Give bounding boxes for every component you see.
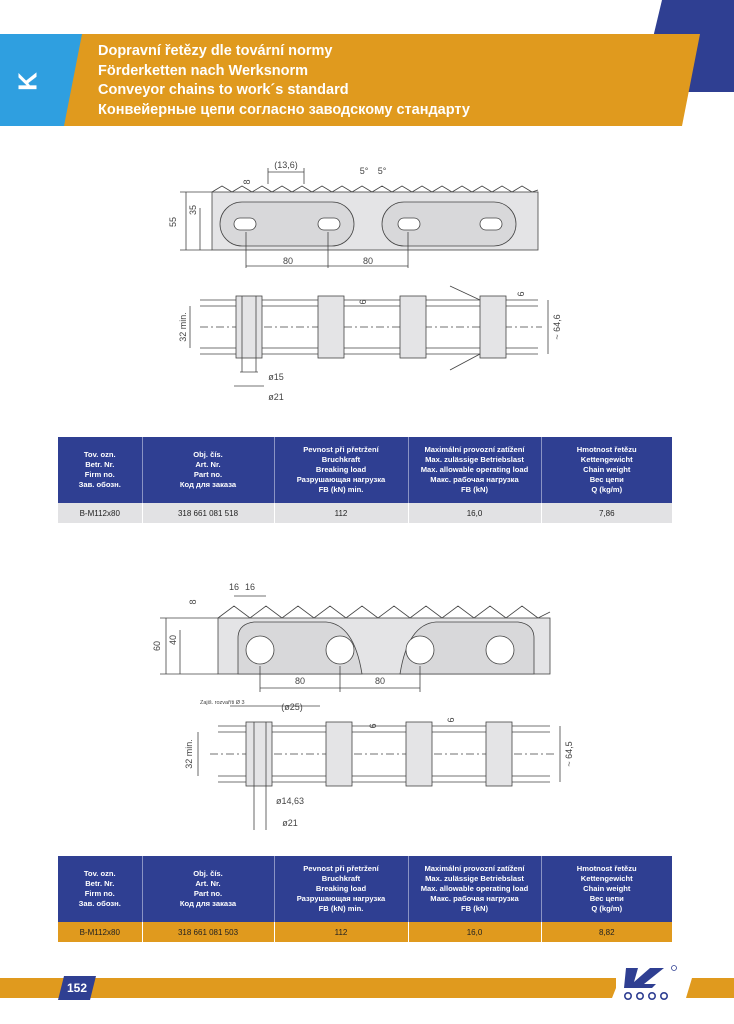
- chain-drawing-2: 60 40 8 16 16 80 80 Zajiš. rozvaříti Ø 3…: [150, 576, 590, 846]
- cell-breaking-load: 112: [274, 922, 409, 942]
- cell-part-no: 318 661 081 503: [142, 922, 275, 942]
- title-en: Conveyor chains to work´s standard: [98, 82, 349, 98]
- dim-overall: ~ 64,5: [564, 741, 574, 766]
- cell-designation: B-M112x80: [58, 503, 143, 523]
- chain-top-view: [189, 285, 549, 387]
- spec-table-1: Tov. ozn. Betr. Nr. Firm no. Зав. обозн.…: [58, 437, 672, 523]
- title-de: Förderketten nach Werksnorm: [98, 62, 309, 79]
- chain-top-view: [197, 705, 561, 830]
- section-letter: K: [12, 72, 43, 91]
- cell-breaking-load: 112: [274, 503, 409, 523]
- dim-pitch-a: (13,6): [274, 160, 298, 170]
- dim-hole-diameter: (ø25): [281, 702, 303, 712]
- dim-roller-diameter: ø21: [268, 392, 284, 402]
- dim-pin-diameter: ø15: [268, 372, 284, 382]
- dim-plate-t1: 6: [358, 299, 368, 304]
- col-header-chain-weight: Hmotnost řetězu Kettengewicht Chain weig…: [541, 437, 672, 503]
- footer-band: [0, 978, 620, 998]
- page-titles: Dopravní řetězy dle tovární normy Förder…: [98, 42, 470, 120]
- dim-plate-t2: 6: [446, 717, 456, 722]
- col-header-operating-load: Maximální provozní zatížení Max. zulässi…: [408, 437, 542, 503]
- dim-pitch-2: 80: [363, 256, 373, 266]
- col-header-designation: Tov. ozn. Betr. Nr. Firm no. Зав. обозн.: [58, 856, 143, 922]
- dim-note: Zajiš. rozvaříti Ø 3: [200, 700, 245, 706]
- cell-chain-weight: 7,86: [541, 503, 672, 523]
- dim-pitch-2: 80: [375, 676, 385, 686]
- dim-height-total: 60: [152, 641, 162, 651]
- title-ru: Конвейерные цепи согласно заводскому ста…: [98, 101, 470, 118]
- dim-roller-diameter: ø21: [282, 818, 298, 828]
- dim-overall: ~ 64,6: [552, 314, 562, 339]
- col-header-chain-weight: Hmotnost řetězu Kettengewicht Chain weig…: [541, 856, 672, 922]
- chain-drawing-1: 55 35 (13,6) 8 5° 5° 80 80 32 min.: [150, 150, 590, 420]
- cell-operating-load: 16,0: [408, 503, 542, 523]
- col-header-designation: Tov. ozn. Betr. Nr. Firm no. Зав. обозн.: [58, 437, 143, 503]
- dim-tooth-2: 16: [245, 582, 255, 592]
- dim-height-total: 55: [168, 217, 178, 227]
- cell-chain-weight: 8,82: [541, 922, 672, 942]
- dim-pin-diameter: ø14,63: [276, 796, 304, 806]
- dim-height-plate: 40: [168, 635, 178, 645]
- dim-angle-left: 5°: [360, 166, 369, 176]
- col-header-breaking-load: Pevnost při přetržení Bruchkraft Breakin…: [274, 856, 409, 922]
- dim-plate-t2: 6: [516, 291, 526, 296]
- dim-tooth-1: 16: [229, 582, 239, 592]
- dim-angle-right: 5°: [378, 166, 387, 176]
- table-row: B-M112x80 318 661 081 518 112 16,0 7,86: [58, 503, 672, 523]
- page-number: 152: [58, 976, 96, 1000]
- cell-operating-load: 16,0: [408, 922, 542, 942]
- cell-part-no: 318 661 081 518: [142, 503, 275, 523]
- col-header-breaking-load: Pevnost při přetržení Bruchkraft Breakin…: [274, 437, 409, 503]
- dim-plate-t1: 6: [368, 723, 378, 728]
- footer-band-right: [686, 978, 734, 998]
- header-band: [0, 34, 700, 126]
- chain-side-view: [180, 168, 539, 268]
- dim-width: 32 min.: [184, 739, 194, 769]
- chain-side-view: [160, 595, 551, 692]
- dim-height-plate: 35: [188, 205, 198, 215]
- dim-tooth-h: 8: [188, 599, 198, 604]
- title-cz: Dopravní řetězy dle tovární normy: [98, 43, 333, 59]
- company-logo: [616, 964, 680, 1004]
- dim-pitch-1: 80: [283, 256, 293, 266]
- spec-table-2: Tov. ozn. Betr. Nr. Firm no. Зав. обозн.…: [58, 856, 672, 942]
- dim-width: 32 min.: [178, 312, 188, 342]
- dim-pitch-1: 80: [295, 676, 305, 686]
- col-header-part-no: Obj. čís. Art. Nr. Part no. Код для зака…: [142, 856, 275, 922]
- table-row: B-M112x80 318 661 081 503 112 16,0 8,82: [58, 922, 672, 942]
- col-header-operating-load: Maximální provozní zatížení Max. zulässi…: [408, 856, 542, 922]
- col-header-part-no: Obj. čís. Art. Nr. Part no. Код для зака…: [142, 437, 275, 503]
- dim-tooth: 8: [242, 179, 252, 184]
- cell-designation: B-M112x80: [58, 922, 143, 942]
